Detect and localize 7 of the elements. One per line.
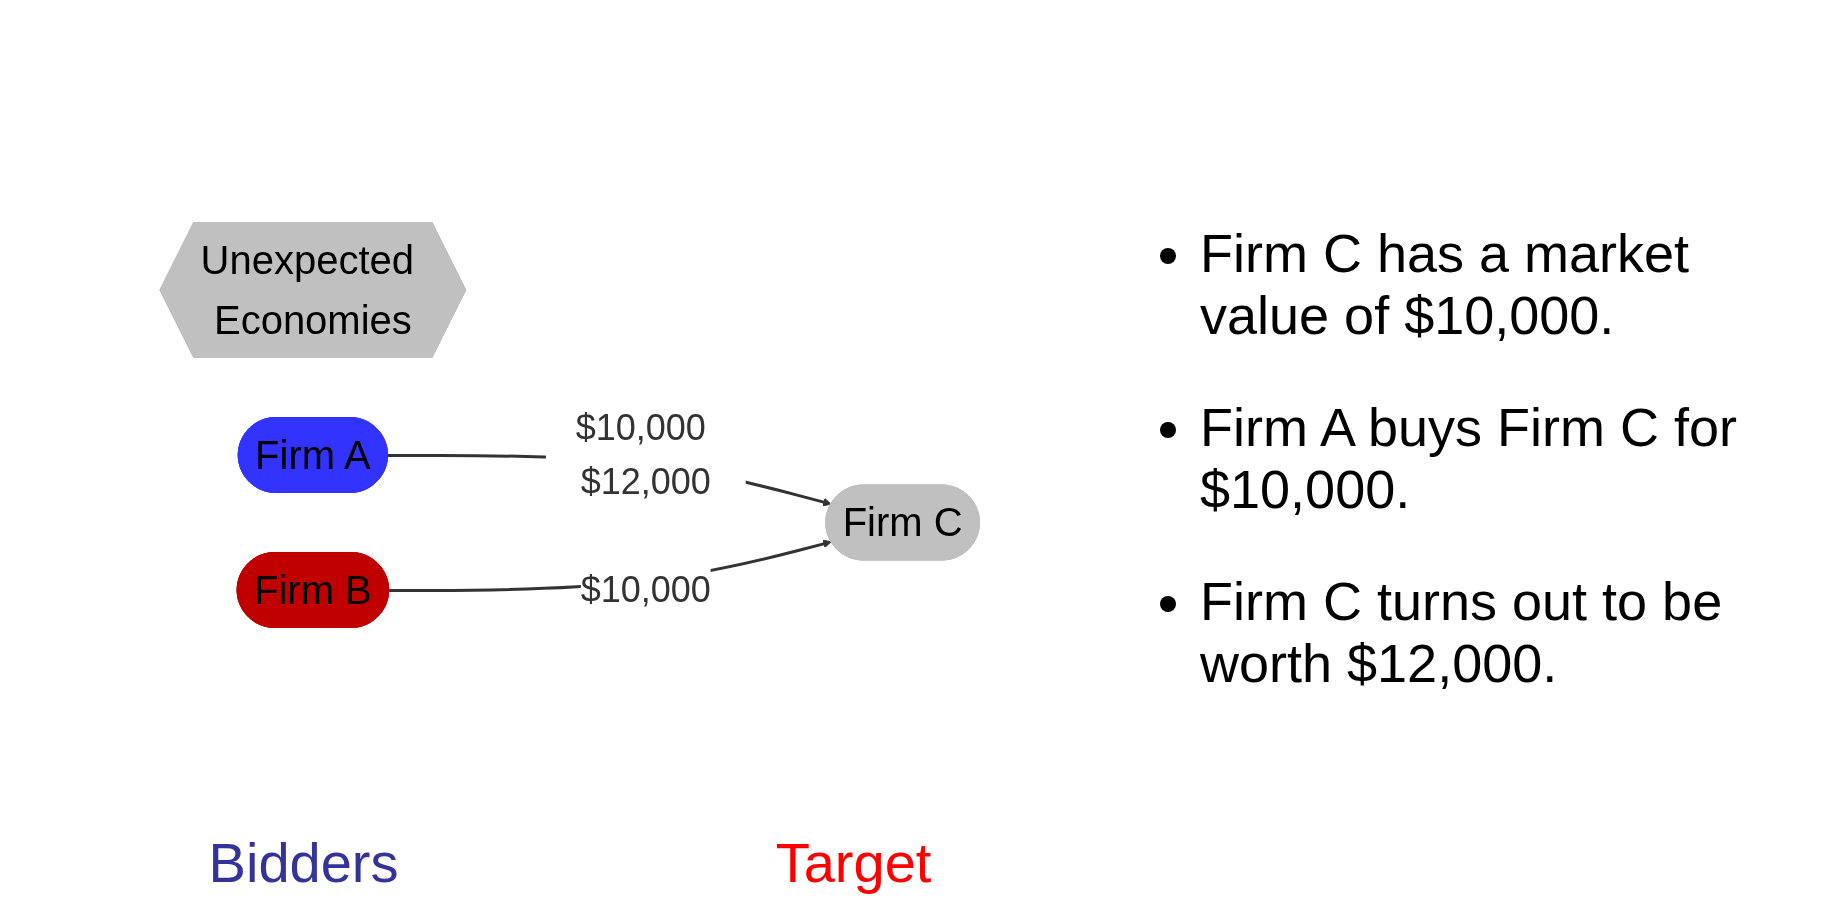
edge-label: $10,000 $12,000: [575, 407, 712, 502]
bullet-point: Firm C turns out to be worth $12,000.: [1200, 569, 1724, 694]
column-label: Target: [775, 830, 932, 895]
bullet-point: Firm C has a market value of $10,000.: [1200, 221, 1691, 346]
column-label: Bidders: [208, 830, 399, 895]
edge-label: $10,000: [580, 569, 712, 610]
bullet-point: Firm A buys Firm C for $10,000.: [1200, 395, 1739, 520]
